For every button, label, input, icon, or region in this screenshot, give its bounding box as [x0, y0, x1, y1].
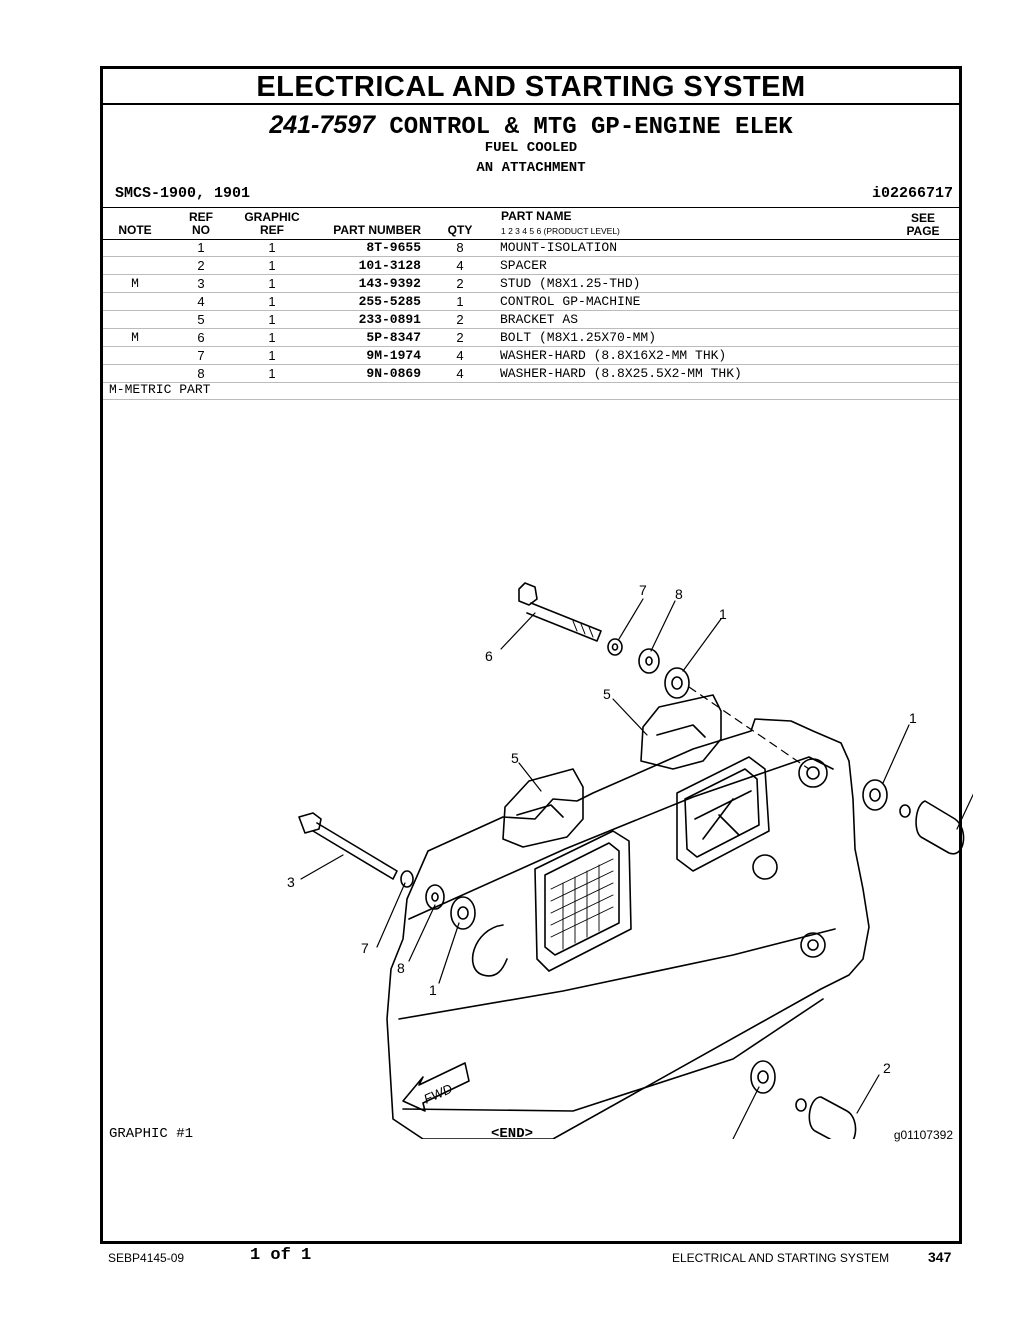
- fwd-arrow-icon: [402, 1062, 470, 1112]
- col-product-level: 1 2 3 4 5 6 (PRODUCT LEVEL): [501, 226, 620, 236]
- connector-right: [676, 756, 770, 872]
- footer-document-number: SEBP4145-09: [108, 1251, 185, 1265]
- stud-3: [298, 812, 398, 880]
- table-row: 5 1 233-0891 2 BRACKET AS: [103, 311, 959, 329]
- isolator-1-bottom: [750, 1060, 776, 1094]
- footer-page-of: 1 of 1: [250, 1246, 312, 1265]
- col-note: NOTE: [118, 223, 152, 237]
- callout-1-top: 1: [719, 606, 727, 622]
- col-see-1: SEE: [910, 211, 935, 225]
- callout-7-top: 7: [639, 582, 647, 598]
- footer-page-number: 347: [928, 1249, 952, 1265]
- table-row: 1 1 8T-9655 8 MOUNT-ISOLATION: [103, 239, 959, 257]
- col-graphic-ref-2: REF: [260, 223, 284, 237]
- callout-6: 6: [485, 648, 493, 664]
- controller-top-face: [408, 756, 834, 920]
- washer-7-left: [400, 870, 414, 888]
- part-number: 241-7597: [269, 111, 375, 139]
- isolator-1-right: [862, 779, 888, 811]
- col-part-name: PART NAME: [501, 209, 572, 223]
- smcs-code: SMCS-1900, 1901: [115, 185, 251, 202]
- spacer-2-bottom-nose: [795, 1098, 807, 1112]
- document-identifier: i02266717: [871, 185, 953, 202]
- table-row: 8 1 9N-0869 4 WASHER-HARD (8.8X25.5X2-MM…: [103, 365, 959, 383]
- bolt-6: [518, 582, 602, 642]
- col-see-2: PAGE: [906, 224, 940, 238]
- callout-8-left: 8: [397, 960, 405, 976]
- table-row: M 6 1 5P-8347 2 BOLT (M8X1.25X70-MM): [103, 329, 959, 347]
- bracket-lower: [502, 768, 584, 848]
- page-frame: ELECTRICAL AND STARTING SYSTEM 241-7597 …: [100, 66, 973, 1244]
- connector-left: [534, 830, 632, 972]
- part-description: CONTROL & MTG GP-ENGINE ELEK: [389, 114, 793, 141]
- washer-7-top: [607, 638, 623, 656]
- metric-footnote: M-METRIC PART: [109, 382, 211, 397]
- mount-boss-bottom: [800, 932, 826, 958]
- spacer-2-right: [915, 800, 965, 855]
- exploded-view-drawing: 7 8 1 6 5 1 2 5 3 7 8 1 2 1 4 FWD: [287, 582, 973, 1139]
- callout-5-upper: 5: [603, 686, 611, 702]
- callout-1-left: 1: [429, 982, 437, 998]
- isolator-1-left: [450, 896, 476, 930]
- table-row: 2 1 101-3128 4 SPACER: [103, 257, 959, 275]
- graphic-id: g01107392: [893, 1128, 953, 1142]
- controller-bottom-rail: [402, 998, 824, 1112]
- callout-2-bottom: 2: [883, 1060, 891, 1076]
- parts-table: 1 1 8T-9655 8 MOUNT-ISOLATION 2 1 101-31…: [103, 239, 959, 383]
- spacer-2-bottom: [808, 1096, 857, 1139]
- controller-front-lip: [398, 928, 836, 1020]
- mount-boss-top: [798, 758, 828, 788]
- table-row: 4 1 255-5285 1 CONTROL GP-MACHINE: [103, 293, 959, 311]
- table-top-rule: [103, 207, 959, 208]
- section-title: ELECTRICAL AND STARTING SYSTEM: [103, 69, 959, 105]
- col-ref-1: REF: [189, 210, 213, 224]
- col-part-number: PART NUMBER: [333, 223, 421, 237]
- mount-boss-mid: [752, 854, 778, 880]
- callout-1-right: 1: [909, 710, 917, 726]
- col-graphic-ref-1: GRAPHIC: [244, 210, 300, 224]
- col-qty: QTY: [447, 223, 473, 237]
- wire-harness: [471, 924, 508, 977]
- washer-8-top: [638, 648, 660, 674]
- bracket-upper: [640, 694, 722, 770]
- callout-7-left: 7: [361, 940, 369, 956]
- table-header-rule: [103, 239, 959, 240]
- subtitle-line-2: FUEL COOLED: [484, 140, 578, 156]
- graphic-label: GRAPHIC #1: [109, 1126, 194, 1142]
- end-marker: <END>: [491, 1126, 534, 1142]
- callout-8-top: 8: [675, 586, 683, 602]
- subtitle-line-3: AN ATTACHMENT: [476, 160, 586, 176]
- isolator-1-top: [664, 667, 690, 699]
- callout-3: 3: [287, 874, 295, 890]
- footer-section: ELECTRICAL AND STARTING SYSTEM: [672, 1251, 890, 1265]
- table-row: 7 1 9M-1974 4 WASHER-HARD (8.8X16X2-MM T…: [103, 347, 959, 365]
- washer-8-left: [425, 884, 445, 910]
- controller-body: [386, 718, 870, 1139]
- spacer-2-right-nose: [899, 804, 911, 818]
- fwd-label: FWD: [421, 1081, 454, 1107]
- footnote-rule: [103, 399, 959, 400]
- table-row: M 3 1 143-9392 2 STUD (M8X1.25-THD): [103, 275, 959, 293]
- callout-5-lower: 5: [511, 750, 519, 766]
- part-title: 241-7597 CONTROL & MTG GP-ENGINE ELEK: [103, 111, 959, 141]
- col-ref-2: NO: [192, 223, 210, 237]
